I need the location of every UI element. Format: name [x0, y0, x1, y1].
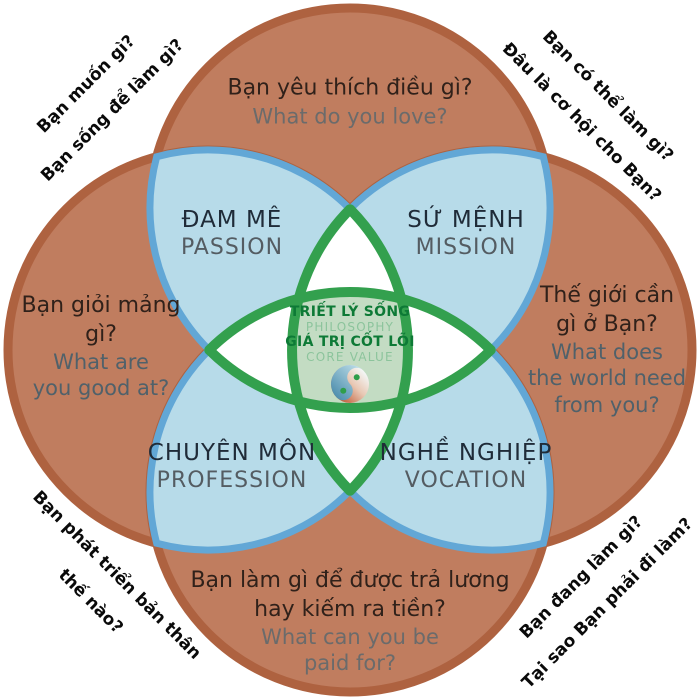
yin-yang-icon — [331, 365, 369, 403]
green-lens-outlines — [204, 204, 496, 496]
label-passion: ĐAM MÊ PASSION — [180, 207, 284, 260]
core-region — [292, 292, 408, 408]
yin-dot-top — [353, 374, 360, 381]
question-top-en: What do you love? — [252, 104, 448, 129]
label-vocation: NGHỀ NGHIỆP VOCATION — [379, 440, 553, 493]
question-right: Thế giới cần gì ở Bạn? What does the wor… — [527, 283, 687, 417]
yin-yang-blue-half — [331, 365, 364, 401]
label-mission: SỨ MỆNH MISSION — [407, 207, 525, 260]
question-left: Bạn giỏi mảng gì? What are you good at? — [21, 293, 181, 401]
question-bottom: Bạn làm gì để được trả lương hay kiếm ra… — [190, 568, 510, 676]
question-top-vi: Bạn yêu thích điều gì? — [227, 75, 473, 101]
label-profession: CHUYÊN MÔN PROFESSION — [147, 440, 317, 493]
green-lens-vertical — [287, 204, 413, 496]
core-label: TRIẾT LÝ SỐNG PHILOSOPHY GIÁ TRỊ CỐT LÕI… — [285, 304, 415, 365]
question-top: Bạn yêu thích điều gì? What do you love? — [227, 75, 472, 130]
yin-dot-bottom — [340, 387, 347, 394]
